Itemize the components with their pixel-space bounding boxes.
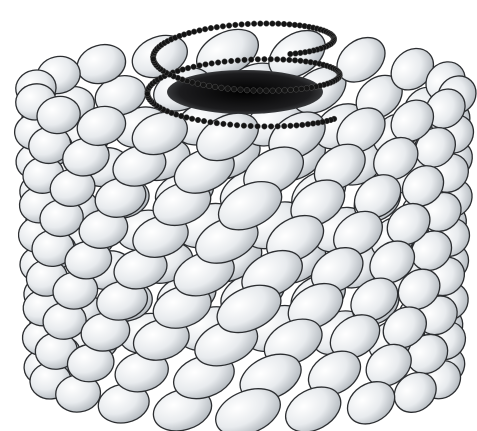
strand-bead bbox=[288, 123, 294, 129]
strand-bead bbox=[233, 22, 239, 28]
strand-bead bbox=[292, 22, 298, 28]
strand-bead bbox=[145, 91, 151, 97]
strand-bead bbox=[214, 120, 220, 126]
strand-bead bbox=[262, 56, 268, 62]
strand-bead bbox=[241, 123, 247, 129]
strand-bead bbox=[282, 88, 288, 94]
strand-bead bbox=[258, 21, 264, 27]
strand-bead bbox=[257, 88, 263, 94]
strand-bead bbox=[195, 117, 201, 123]
strand-bead bbox=[225, 86, 231, 92]
strand-bead bbox=[208, 25, 214, 31]
strand-bead bbox=[195, 81, 201, 87]
strand-bead bbox=[294, 123, 300, 129]
strand-bead bbox=[304, 85, 310, 91]
strand-bead bbox=[228, 58, 234, 64]
strand-bead bbox=[281, 123, 287, 129]
strand-bead bbox=[268, 56, 274, 62]
strand-bead bbox=[300, 122, 306, 128]
strand-bead bbox=[151, 56, 157, 62]
strand-bead bbox=[251, 88, 257, 94]
strand-bead bbox=[178, 113, 184, 119]
strand-bead bbox=[235, 58, 241, 64]
strand-bead bbox=[180, 67, 186, 73]
strand-bead bbox=[274, 57, 280, 63]
front-subunits-layer bbox=[12, 68, 477, 431]
strand-bead bbox=[251, 21, 257, 27]
strand-bead bbox=[197, 28, 203, 34]
strand-bead bbox=[189, 116, 195, 122]
strand-bead bbox=[186, 30, 192, 36]
strand-bead bbox=[222, 59, 228, 65]
strand-bead bbox=[203, 62, 209, 68]
strand-bead bbox=[212, 84, 218, 90]
strand-bead bbox=[292, 58, 298, 64]
strand-bead bbox=[206, 83, 212, 89]
strand-bead bbox=[184, 115, 190, 121]
strand-bead bbox=[287, 57, 293, 63]
strand-bead bbox=[268, 124, 274, 130]
strand-bead bbox=[255, 57, 261, 63]
strand-bead bbox=[227, 122, 233, 128]
strand-bead bbox=[191, 29, 197, 35]
strand-bead bbox=[264, 88, 270, 94]
strand-bead bbox=[248, 123, 254, 129]
strand-bead bbox=[298, 58, 304, 64]
strand-bead bbox=[315, 120, 321, 126]
strand-bead bbox=[287, 22, 293, 28]
strand-bead bbox=[281, 57, 287, 63]
strand-bead bbox=[220, 24, 226, 30]
strand-bead bbox=[270, 21, 276, 27]
strand-bead bbox=[215, 60, 221, 66]
strand-bead bbox=[244, 87, 250, 93]
strand-bead bbox=[175, 68, 181, 74]
strand-bead bbox=[234, 122, 240, 128]
strand-bead bbox=[197, 63, 203, 69]
strand-bead bbox=[270, 88, 276, 94]
strand-bead bbox=[214, 24, 220, 30]
strand-bead bbox=[293, 87, 299, 93]
strand-bead bbox=[305, 121, 311, 127]
strand-bead bbox=[276, 88, 282, 94]
strand-bead bbox=[310, 121, 316, 127]
strand-bead bbox=[299, 86, 305, 92]
strand-bead bbox=[242, 57, 248, 63]
strand-bead bbox=[275, 124, 281, 130]
strand-bead bbox=[201, 82, 207, 88]
strand-bead bbox=[264, 21, 270, 27]
strand-bead bbox=[288, 87, 294, 93]
strand-bead bbox=[281, 21, 287, 27]
strand-bead bbox=[226, 23, 232, 29]
strand-bead bbox=[209, 61, 215, 67]
strand-bead bbox=[238, 87, 244, 93]
strand-bead bbox=[219, 85, 225, 91]
strand-bead bbox=[276, 21, 282, 27]
strand-bead bbox=[248, 57, 254, 63]
strand-bead bbox=[239, 22, 245, 28]
strand-bead bbox=[201, 118, 207, 124]
strand-bead bbox=[202, 26, 208, 32]
strand-bead bbox=[191, 64, 197, 70]
strand-bead bbox=[231, 86, 237, 92]
strand-bead bbox=[293, 51, 299, 57]
strand-bead bbox=[245, 21, 251, 27]
strand-bead bbox=[190, 80, 196, 86]
strand-bead bbox=[208, 119, 214, 125]
strand-bead bbox=[221, 121, 227, 127]
strand-bead bbox=[262, 124, 268, 130]
strand-bead bbox=[255, 124, 261, 130]
strand-bead bbox=[185, 65, 191, 71]
strand-bead bbox=[288, 51, 294, 57]
